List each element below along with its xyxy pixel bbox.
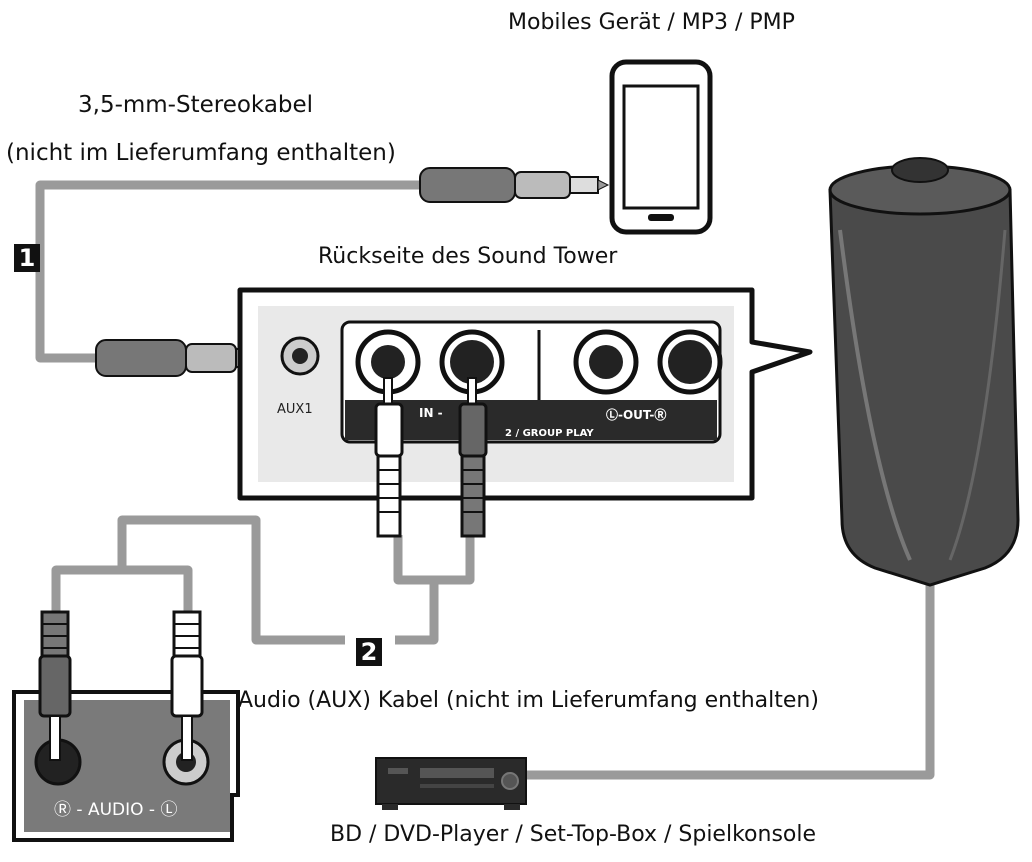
source-rca-plug-red-icon [38,610,72,761]
group-play-label: 2 / GROUP PLAY [505,428,594,439]
cables [35,180,935,780]
aux1-label: AUX1 [277,402,313,417]
mobile-device-label: Mobiles Gerät / MP3 / PMP [508,10,795,35]
stereo-cable-note: (nicht im Lieferumfang enthalten) [6,140,396,166]
rear-panel [237,287,813,501]
step-2-badge: 2 [356,638,382,666]
rca-plug-red-icon [458,377,488,538]
rca-plug-white-icon [374,377,404,538]
stereo-plug-panel-icon [95,339,284,377]
rca-cable-split [51,565,193,615]
rca-cable-main [117,515,439,645]
out-label: Ⓛ-OUT-Ⓡ [606,408,667,422]
stereo-plug-top-icon [419,167,610,203]
sound-tower-icon [828,157,1020,587]
rear-side-label: Rückseite des Sound Tower [318,244,618,269]
in-label: IN - [419,406,443,420]
bd-player-icon [375,757,527,810]
rca-cable-loop [393,535,475,585]
stereo-cable-label: 3,5-mm-Stereokabel [78,92,314,118]
step-1-badge: 1 [14,244,40,272]
tower-cable [525,560,935,780]
bd-player-label: BD / DVD-Player / Set-Top-Box / Spielkon… [330,822,817,847]
aux-cable-label: Audio (AUX) Kabel (nicht im Lieferumfang… [238,688,819,713]
source-audio-label: Ⓡ - AUDIO - Ⓛ [54,800,178,820]
source-rca-plug-white-icon [170,610,204,761]
stereo-cable [35,180,420,363]
smartphone-icon [609,59,713,235]
